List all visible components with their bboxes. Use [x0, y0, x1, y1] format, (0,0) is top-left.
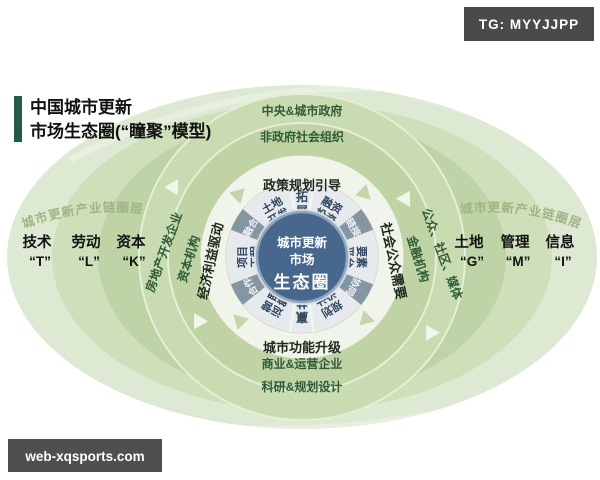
swoosh-decoration-top: [68, 84, 381, 164]
telegram-badge: TG: MYYJJPP: [464, 7, 594, 41]
flow-arrow-icon: [164, 179, 178, 196]
factor-clusters: 技术 “T” 劳动 “L” 资本 “K” 土地 “G” 管理 “M” 信息 “I…: [23, 233, 575, 269]
factor-name: 技术: [23, 233, 52, 251]
segment-label: 赢: [296, 310, 308, 325]
clockwise-arrow-icon: [359, 310, 375, 326]
segment-label: 拓: [296, 189, 308, 204]
zone-separator-inner: [167, 122, 437, 392]
factor-code: “I”: [554, 254, 571, 269]
factor-name: 土地: [455, 233, 484, 251]
factor-code: “L”: [78, 254, 100, 269]
wedge-link-ne: [337, 209, 373, 241]
driver-ring-arrows: [229, 184, 375, 330]
swoosh-decoration-bottom: [129, 391, 522, 434]
title-line2: 市场生态圈(“瞳聚”模型): [30, 121, 211, 141]
driver-top: 政策规划引导: [263, 178, 341, 193]
band-flow-arrows: [164, 179, 440, 341]
factor-code: “T”: [29, 254, 51, 269]
factor-right-3: 信息 “I”: [546, 233, 575, 269]
driver-ring: [200, 155, 404, 359]
clockwise-arrow-icon: [355, 184, 371, 200]
driver-bottom: 城市功能升级: [263, 340, 342, 355]
factor-left-2: 劳动 “L”: [72, 233, 101, 269]
telegram-badge-bg: [464, 7, 594, 41]
watermark-badge-text: web-xqsports.com: [24, 449, 144, 464]
flow-arrow-icon: [426, 324, 440, 341]
factor-name: 劳动: [72, 233, 101, 251]
factor-code: “G”: [460, 254, 484, 269]
factor-name: 管理: [501, 233, 530, 251]
factor-code: “M”: [506, 254, 531, 269]
core-circle: [255, 210, 349, 304]
telegram-badge-text: TG: MYYJJPP: [479, 17, 579, 32]
wedge-link-sw: [231, 273, 267, 305]
segment-ring: [226, 181, 378, 333]
title-block: 中国城市更新 市场生态圈(“瞳聚”模型): [14, 96, 211, 142]
segment-separators: [288, 181, 316, 333]
watermark-badge-bg: [8, 439, 162, 472]
segment-label: 要素: [355, 246, 369, 268]
core-labels: 城市更新 市场 生态圈: [274, 235, 331, 292]
factor-name: 资本: [117, 233, 146, 251]
stakeholder-bottom-inner: 商业&运营企业: [262, 356, 343, 371]
core-line1: 城市更新: [277, 235, 328, 250]
connector-wedges: [231, 209, 373, 305]
core-line2: 市场: [289, 252, 314, 267]
flow-arrow-icon: [396, 190, 410, 207]
core-line3: 生态圈: [274, 272, 331, 292]
factor-right-2: 管理 “M”: [501, 233, 531, 269]
stakeholder-top-inner: 非政府社会组织: [260, 129, 344, 144]
stakeholder-top-outer: 中央&城市政府: [262, 103, 343, 118]
clockwise-arrow-icon: [233, 314, 249, 330]
factor-name: 信息: [546, 233, 575, 251]
title-accent-bar: [14, 96, 22, 142]
segment-label: 项目: [236, 246, 249, 268]
watermark-badge: web-xqsports.com: [8, 439, 162, 472]
stakeholder-bottom-outer: 科研&规划设计: [262, 379, 343, 394]
wedge-link-se: [337, 273, 373, 305]
title-line1: 中国城市更新: [30, 97, 132, 117]
factor-left-1: 技术 “T”: [23, 233, 52, 269]
factor-left-3: 资本 “K”: [117, 233, 146, 269]
clockwise-arrow-icon: [229, 188, 245, 204]
wedge-link-nw: [231, 209, 267, 241]
factor-code: “K”: [122, 254, 145, 269]
flow-arrow-icon: [194, 313, 208, 330]
factor-right-1: 土地 “G”: [455, 233, 485, 269]
zone-separator-outer: [138, 93, 466, 421]
